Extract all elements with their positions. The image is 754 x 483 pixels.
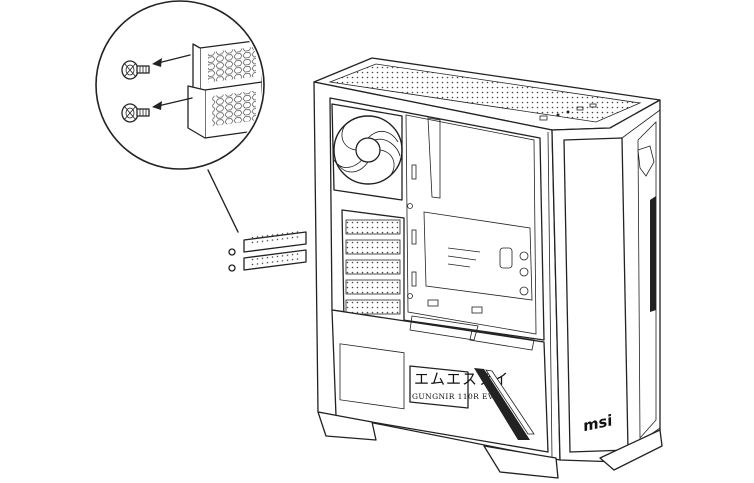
removed-slot-brackets [228, 230, 307, 272]
detail-bracket-top [192, 39, 262, 97]
expansion-slots [341, 203, 413, 331]
thumbscrew-icon [121, 60, 150, 80]
brand-logo: msi [581, 411, 615, 435]
zoom-detail [95, 0, 265, 170]
thumbscrew-icon [121, 103, 150, 123]
detail-bracket-bottom [187, 81, 262, 139]
screw-icon [228, 264, 236, 272]
arrow-left-icon [152, 54, 191, 67]
eva-emblem-icon [637, 145, 655, 177]
rear-fan [331, 103, 403, 201]
screw-icon [228, 248, 236, 256]
front-panel: msi [551, 99, 661, 463]
front-io [539, 103, 597, 121]
case-feet [317, 411, 663, 479]
leader-line [207, 169, 239, 233]
accent-stripe [474, 368, 530, 440]
arrow-left-icon [152, 97, 193, 110]
label-model: GUNGNIR 110R EVA [412, 392, 499, 401]
pc-case: エムエスアイ GUNGNIR 110R EVA msi [313, 57, 663, 479]
